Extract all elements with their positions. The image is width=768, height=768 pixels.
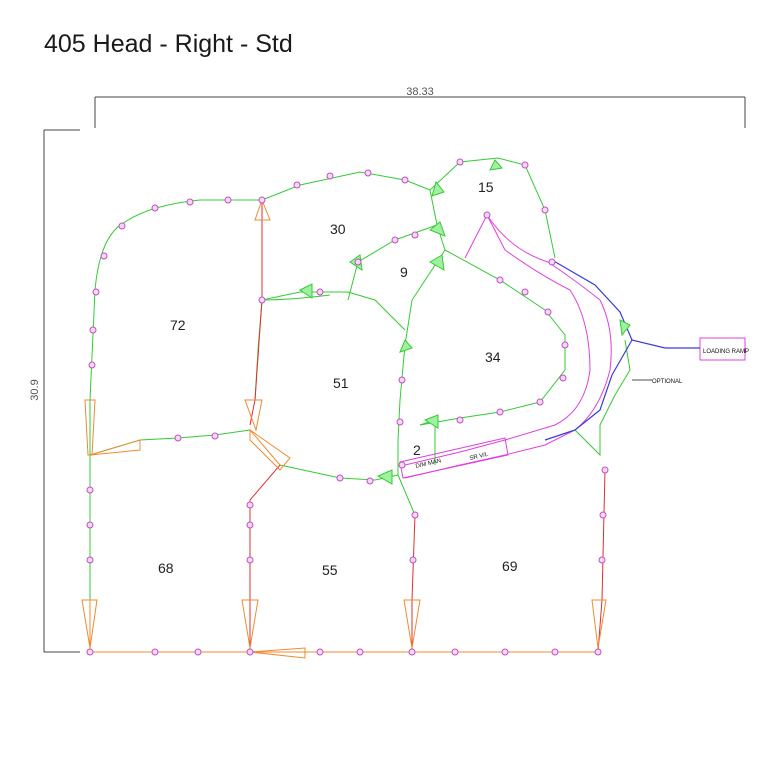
- magenta-lines: [399, 213, 746, 479]
- zone-label-68: 68: [158, 560, 174, 576]
- sr-vl-label: SR V/L: [469, 452, 490, 462]
- zone-label-30: 30: [330, 221, 346, 237]
- dm-man-label: D/M MAN: [415, 458, 442, 470]
- zone-label-2: 2: [413, 442, 421, 458]
- loading-ramp-label: LOADING RAMP: [703, 349, 749, 355]
- zone-label-55: 55: [322, 562, 338, 578]
- dimension-height: [43, 129, 80, 653]
- optional-label: OPTIONAL: [652, 379, 683, 385]
- zone-label-34: 34: [485, 349, 501, 365]
- nodes: [86, 158, 609, 656]
- dimension-height-label: 30.9: [29, 379, 41, 400]
- dimension-width-label: 38.33: [406, 86, 434, 98]
- blue-lines: [544, 259, 700, 441]
- zone-label-51: 51: [333, 375, 349, 391]
- green-lines: [89, 157, 631, 600]
- dimension-width: [94, 96, 746, 128]
- zone-label-9: 9: [400, 264, 408, 280]
- page-title: 405 Head - Right - Std: [44, 30, 293, 58]
- zone-label-72: 72: [170, 317, 186, 333]
- zone-label-15: 15: [478, 179, 494, 195]
- zone-label-69: 69: [502, 558, 518, 574]
- orange-lines: [81, 198, 607, 659]
